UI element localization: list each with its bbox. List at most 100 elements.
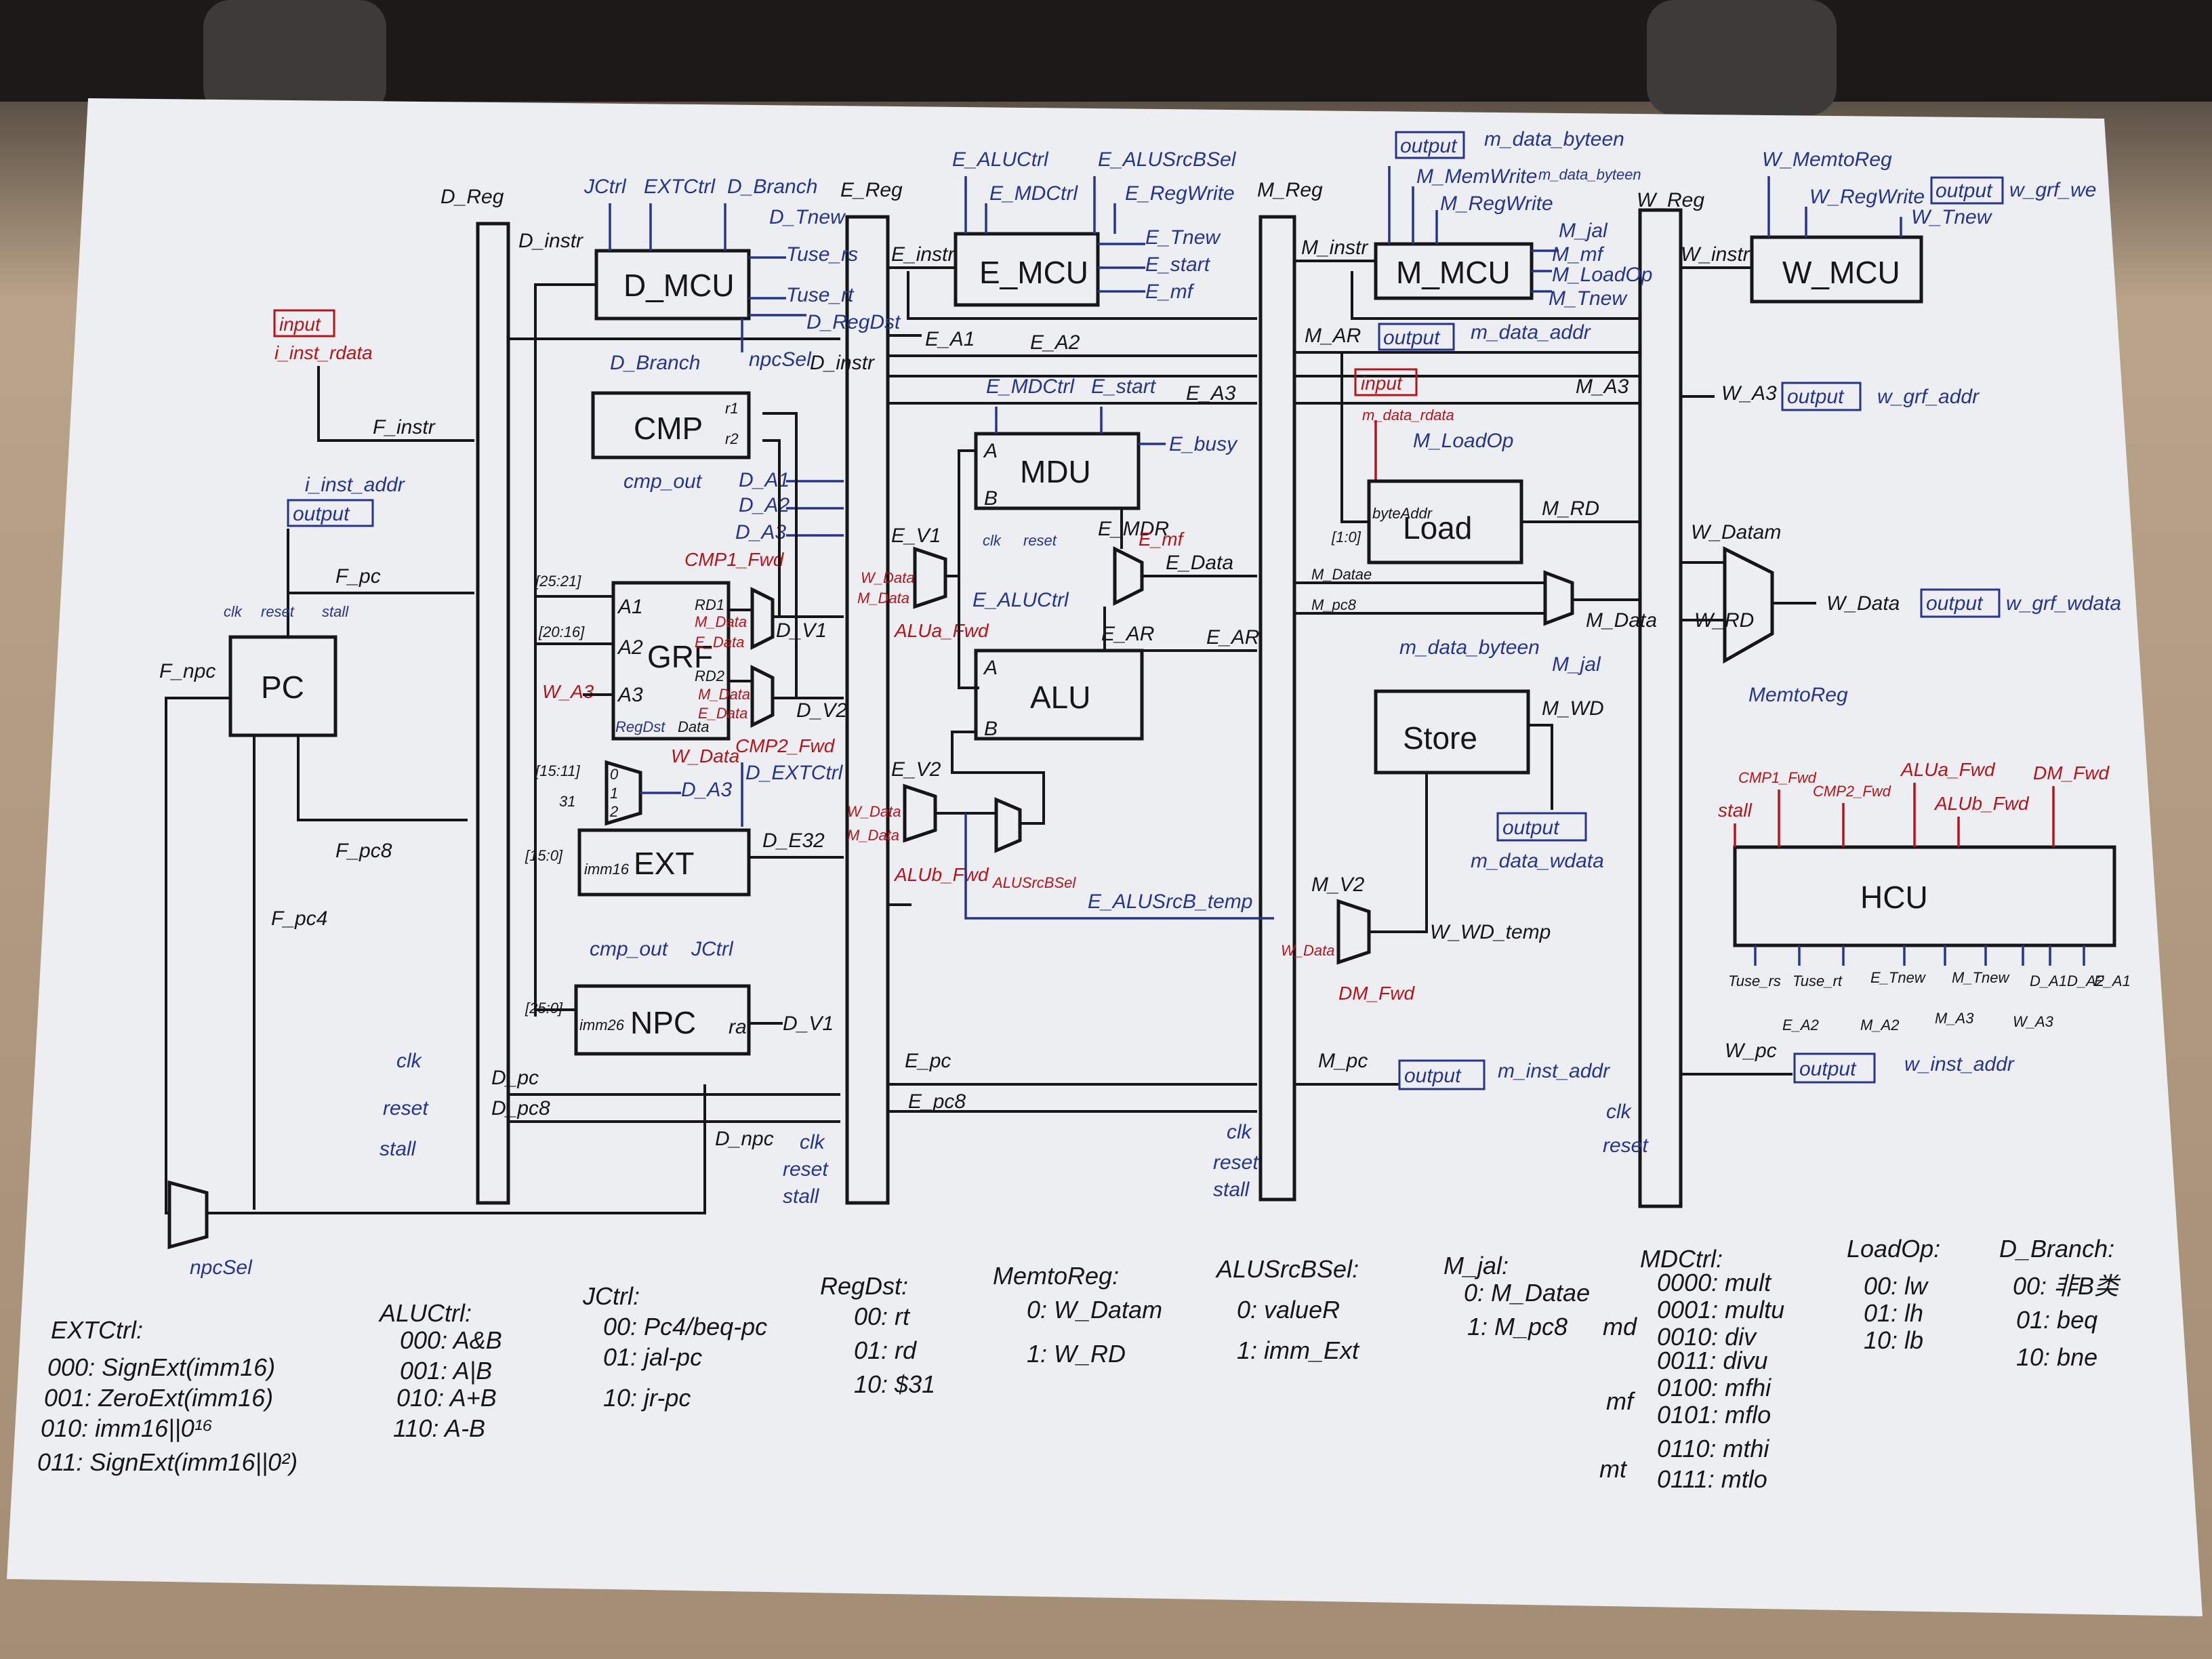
m-data-label: M_Data [1586,609,1657,632]
cmp-d-branch-label: D_Branch [610,352,700,374]
d-reg-clk: clk [396,1050,423,1072]
e-aluctrl-label: E_ALUCtrl [972,589,1069,611]
m-reg-reset: reset [1213,1151,1259,1174]
hcu-dm-label: DM_Fwd [2033,762,2110,783]
i-inst-addr-label: i_inst_addr [305,474,405,496]
cmp1-fwd-label: CMP1_Fwd [684,549,785,570]
jctrl-label: JCtrl [583,176,627,198]
e-pc8-label: E_pc8 [908,1090,966,1113]
legend-mdctrl-md-2: 0010: div [1657,1323,1757,1351]
m-instr-wire [1294,260,1640,320]
npc-cmp-out-label: cmp_out [590,938,669,960]
output-tag-box-6 [1930,176,2004,205]
output-tag-5: output [1404,1065,1462,1087]
legend-loadop-line-0: 00: lw [1864,1272,1929,1300]
e-addr-wires [888,334,1257,405]
w-mcu-label: W_MCU [1782,255,1900,290]
legend-mdctrl-md-3: 0011: divu [1657,1347,1767,1374]
legend-alusrcbsel-line-0: 0: valueR [1237,1296,1340,1324]
grf-rd2-label: RD2 [695,668,724,684]
m-data-addr-label: m_data_addr [1471,321,1591,344]
d-extctrl-label: D_EXTCtrl [745,762,844,784]
m-pc8-label: M_pc8 [1311,596,1357,613]
e-ar2-label: E_AR [1206,626,1259,649]
alusrcb-temp-wire [964,813,1274,920]
e-regwrite-label: E_RegWrite [1125,182,1235,205]
e-instr-label: E_instr [891,243,955,266]
input-tag: input [279,314,321,335]
w-wd-temp-label: W_WD_temp [1430,921,1551,943]
grf-output-wires [729,412,844,699]
w-a3-label: W_A3 [542,681,594,702]
legend-regdst-line-2: 10: $31 [854,1370,935,1398]
memtoreg-wires [1681,561,1816,621]
hcu-tuse-rs: Tuse_rs [1728,972,1781,989]
legend-aluctrl-line-0: 000: A&B [400,1326,502,1354]
output-tag-3: output [1383,327,1441,349]
alua-fwd-mux [913,546,947,609]
legend-mdctrl-mf: mf [1606,1387,1636,1415]
cmp-r1-label: r1 [725,400,739,417]
hcu-d-a1: D_A1 [2030,972,2067,989]
e-mcu-control-wires [964,176,1145,293]
d-instr-wire [508,283,596,340]
f-pc8-label: F_pc8 [335,840,392,862]
e-aluctrl-top-label: E_ALUCtrl [952,148,1049,171]
legend-extctrl-title: EXTCtrl: [51,1316,143,1344]
bits-1-0: [1:0] [1331,529,1361,546]
output-tag-box-2 [1395,131,1465,159]
clip-left [203,0,386,115]
hcu-cmp2-label: CMP2_Fwd [1813,783,1891,800]
mdu-block [974,432,1141,510]
f-pc4-label: F_pc4 [271,907,327,930]
m-reg-label: M_Reg [1257,179,1323,201]
d-npc-label: D_npc [715,1128,774,1150]
alub-fwd-mux [903,783,937,843]
mdu-label: MDU [1020,454,1091,489]
m-addr-wires [1294,351,1640,523]
cmp2-fwd-mux [750,664,775,729]
legend-extctrl-line-3: 011: SignExt(imm16||0²) [37,1448,298,1476]
legend-extctrl-line-1: 001: ZeroExt(imm16) [44,1384,273,1412]
d-mcu-label: D_MCU [623,268,735,303]
e-data-wire [1120,508,1257,577]
hcu-stall-label: stall [1718,800,1753,821]
legend-memtoreg: MemtoReg: 0: W_Datam 1: W_RD [993,1262,1162,1368]
w-grf-addr-label: w_grf_addr [1877,386,1980,408]
pc-label: PC [261,670,304,705]
legend-mjal-line-1: 1: M_pc8 [1467,1313,1568,1340]
legend-jctrl-line-0: 00: Pc4/beq-pc [603,1313,767,1340]
legend-alusrcbsel-line-1: 1: imm_Ext [1237,1336,1360,1364]
alub-m-data: M_Data [847,827,899,844]
m-wd-wire [1528,724,1553,810]
mdu-control-wires [995,407,1166,445]
w-reg-label: W_Reg [1637,189,1704,211]
d-pc8-label: D_pc8 [491,1097,550,1120]
w-pc-label: W_pc [1725,1040,1777,1062]
load-byte-addr: byteAddr [1372,505,1433,522]
output-tag-box-5 [1398,1059,1486,1090]
m-jal-label: M_jal [1559,220,1608,242]
cmp1-fwd-mux [750,586,775,651]
legend-dbranch-line-0: 00: 非B类 [2013,1272,2121,1300]
m-mf-label: M_mf [1552,243,1605,266]
output-tag-9: output [1799,1058,1857,1080]
e-pc-wires [888,1083,1257,1113]
e-alusrcb-temp-label: E_ALUSrcB_temp [1088,890,1252,913]
e-a2-label: E_A2 [1030,331,1080,354]
hcu-label: HCU [1860,880,1928,915]
e-mdctrl-label: E_MDCtrl [989,182,1078,205]
e-ar-label: E_AR [1101,623,1154,645]
m-mcu-control-wires [1388,166,1559,293]
grf-rd1-label: RD1 [695,596,724,613]
dm-fwd-mux [1336,899,1371,965]
legend-dbranch-line-2: 10: bne [2016,1343,2097,1371]
cmp1-m-data: M_Data [695,613,747,630]
cmp2-e-data: E_Data [698,705,747,722]
w-reg-clk: clk [1606,1101,1633,1123]
legend-memtoreg-title: MemtoReg: [993,1262,1119,1290]
store-label: Store [1403,720,1477,756]
cmp-out-label: cmp_out [623,470,703,493]
legend-extctrl: EXTCtrl: 000: SignExt(imm16) 001: ZeroEx… [37,1316,298,1476]
